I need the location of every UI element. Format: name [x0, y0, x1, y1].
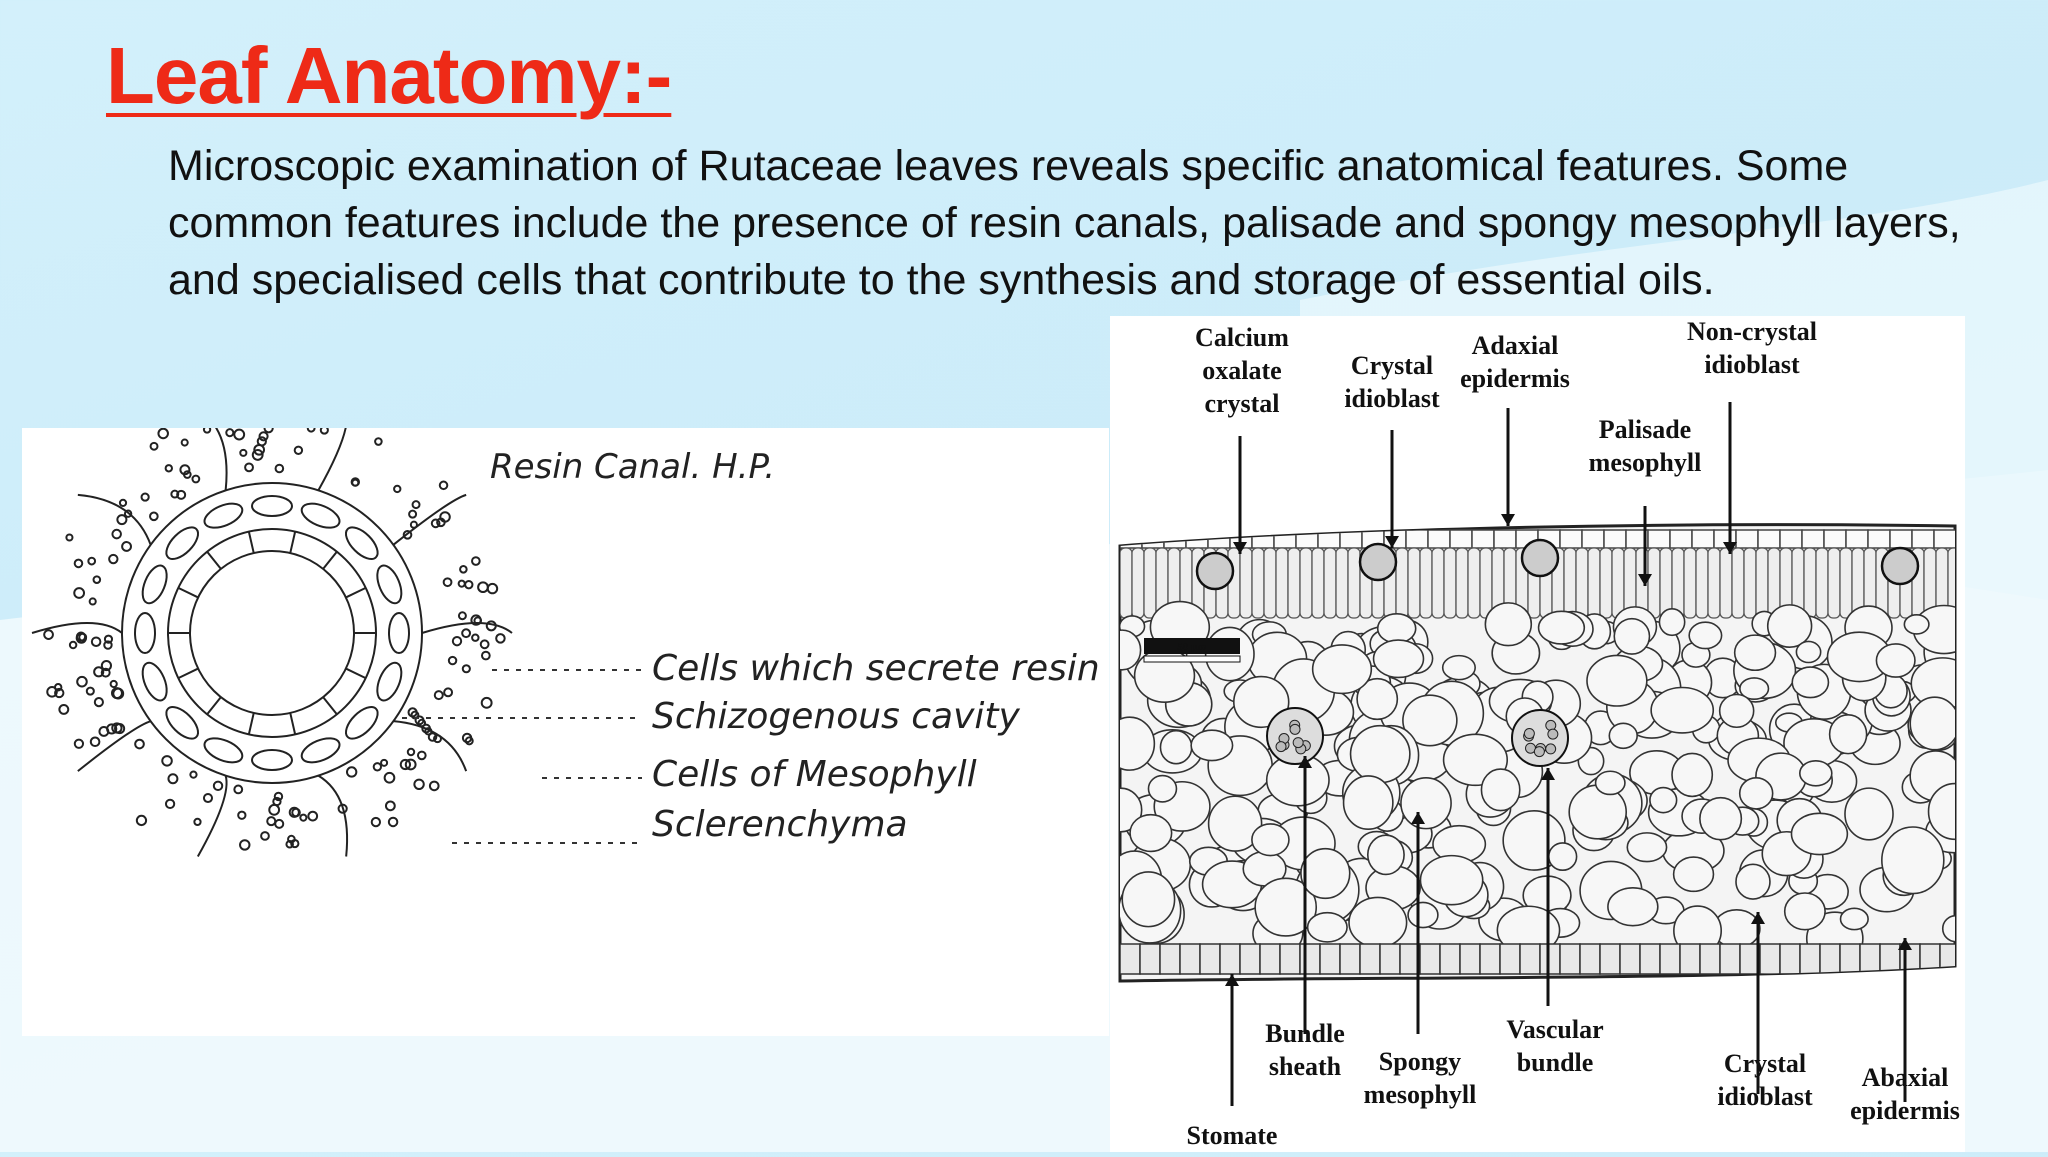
scale-bar-label: 50 µm — [1177, 641, 1206, 653]
label-secreting-cells: Cells which secrete resin — [652, 648, 1100, 689]
label-sclerenchyma: Sclerenchyma — [652, 804, 908, 845]
label-mesophyll-cells: Cells of Mesophyll — [652, 754, 977, 795]
resin-canal-drawing — [31, 403, 513, 857]
slide-title: Leaf Anatomy:- — [106, 31, 672, 120]
scale-bar — [1144, 638, 1240, 654]
resin-canal-figure: Resin Canal. H.P. Cells which secrete re… — [22, 403, 1109, 1036]
slide-body-text: Microscopic examination of Rutaceae leav… — [168, 142, 1961, 304]
resin-canal-heading: Resin Canal. H.P. — [490, 447, 775, 487]
leaf-tissue-cells — [1120, 529, 1955, 975]
label-schizogenous-cavity: Schizogenous cavity — [652, 696, 1021, 737]
label-leader-lines — [402, 669, 642, 844]
label-stomate: Stomate — [1187, 1121, 1278, 1150]
label-arrows — [1225, 402, 1912, 1106]
